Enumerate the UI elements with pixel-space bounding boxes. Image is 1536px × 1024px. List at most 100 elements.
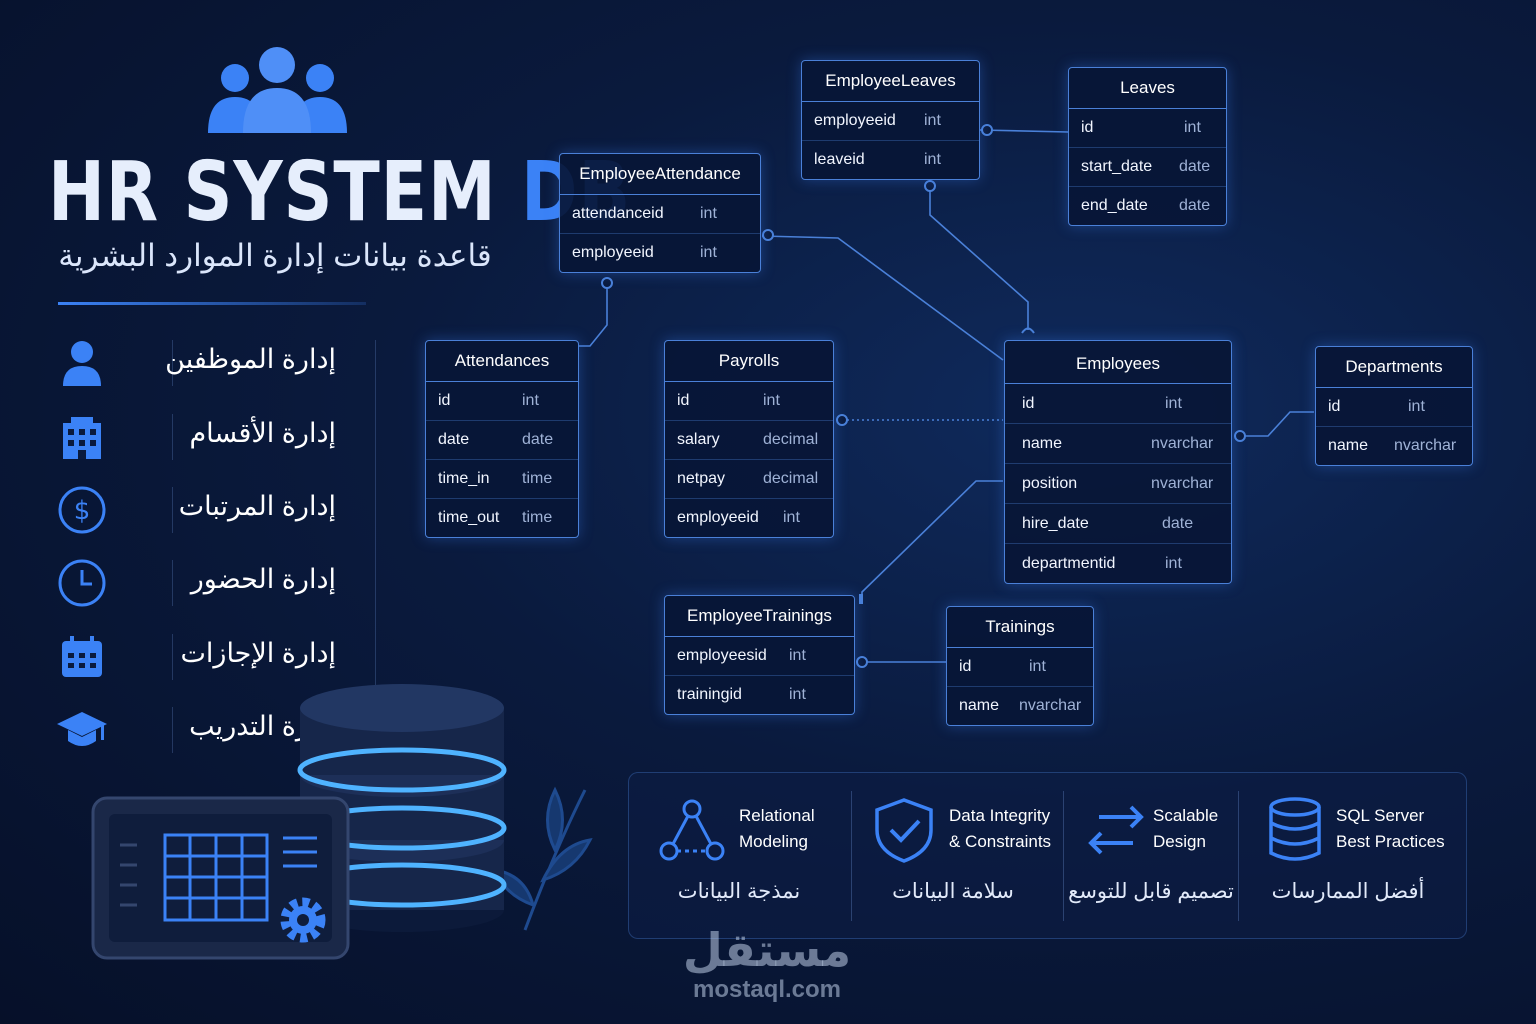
watermark: مستقل mostaql.com [672,925,862,1005]
title-underline [58,302,366,305]
field-type: date [1179,158,1211,175]
field-name: name [959,697,1000,714]
field-name: trainingid [677,686,742,703]
gear-icon [280,897,326,943]
field-type: nvarchar [1019,697,1082,714]
link-employees-employeetrainings [861,480,1003,604]
field-type: int [1165,555,1182,572]
field-name: time_in [438,470,490,487]
feature-title: Scalable Design [1153,806,1219,851]
field-type: int [700,244,717,261]
menu-separator [172,487,173,533]
menu-item-attendance[interactable]: إدارة الحضور [50,552,350,614]
feature-title: Relational Modeling [739,806,815,851]
field-name: employeeid [677,509,759,526]
link-attendance-attendances [579,282,608,347]
menu-item-label: إدارة الأقسام [189,418,336,448]
field-type: int [783,509,800,526]
field-name: time_out [438,509,500,526]
feature-arabic: تصميم قابل للتوسع [1068,880,1234,903]
table-row: employeeid int [665,499,833,537]
feature-data-integrity: Data Integrity & Constraints سلامة البيا… [851,773,1063,938]
menu-item-payroll[interactable]: $ إدارة المرتبات [50,479,350,541]
people-group-icon [208,47,347,133]
clock-icon [55,556,109,610]
field-name: salary [677,431,720,448]
page-subtitle: قاعدة بيانات إدارة الموارد البشرية [58,238,492,273]
menu-separator [172,707,173,753]
feature-title: Data Integrity & Constraints [949,806,1052,851]
menu-item-label: إدارة المرتبات [178,491,336,521]
feature-separator [851,791,852,921]
field-type: int [924,112,941,129]
field-type: date [1162,515,1194,532]
feature-relational-modeling: Relational Modeling نمذجة البيانات [629,773,849,938]
table-header: Payrolls [665,341,833,382]
field-name: id [438,392,451,409]
leaf-decoration [492,786,593,931]
menu-separator [172,340,173,386]
table-header: EmployeeAttendance [560,154,760,195]
link-employeeleaves-leaves [979,129,1069,133]
menu-item-departments[interactable]: إدارة الأقسام [50,406,350,468]
table-header: Leaves [1069,68,1226,109]
link-employees-departments [1240,411,1314,437]
field-type: nvarchar [1394,437,1457,454]
field-name: end_date [1081,197,1148,214]
table-row: name nvarchar [1316,427,1472,465]
relational-nodes-icon [659,799,725,861]
person-icon [55,336,109,390]
feature-sql-server: SQL Server Best Practices أفضل الممارسات [1238,773,1466,938]
field-type: int [1184,119,1201,136]
menu-item-employees[interactable]: إدارة الموظفين [50,332,350,394]
graduation-cap-icon [55,703,109,757]
field-name: start_date [1081,158,1153,175]
field-name: id [677,392,690,409]
field-name: name [1328,437,1369,454]
field-name: id [959,658,972,675]
feature-title: SQL Server Best Practices [1336,806,1445,851]
feature-arabic: سلامة البيانات [892,880,1014,903]
menu-item-leaves[interactable]: إدارة الإجازات [50,626,350,688]
table-header: Departments [1316,347,1472,388]
feature-separator [1238,791,1239,921]
field-name: name [1022,435,1063,452]
menu-item-label: إدارة الإجازات [180,638,337,668]
menu-separator [172,414,173,460]
feature-scalable-design: Scalable Design تصميم قابل للتوسع [1063,773,1238,938]
menu-separator [172,634,173,680]
field-type: int [789,647,806,664]
table-header: Trainings [947,607,1093,648]
menu-separator [172,560,173,606]
field-type: decimal [763,470,819,487]
field-name: position [1022,475,1078,492]
menu-item-label: إدارة الموظفين [165,344,336,374]
field-name: employeeid [572,244,654,261]
field-type: date [522,431,554,448]
field-name: hire_date [1022,515,1089,532]
table-header: EmployeeLeaves [802,61,979,102]
